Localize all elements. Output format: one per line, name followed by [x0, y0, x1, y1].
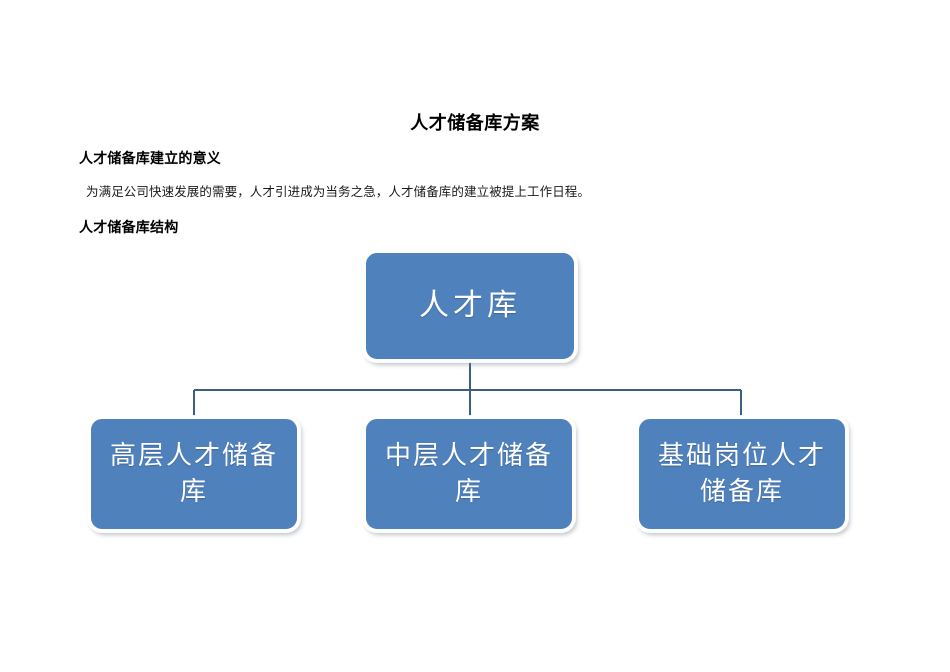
- org-node-child-label: 基础岗位人才储备库: [657, 441, 826, 506]
- org-node-root-label: 人才库: [419, 289, 521, 322]
- org-node-child-label: 高层人才储备库: [109, 441, 278, 506]
- org-node-middle-talent-pool[interactable]: 中层人才储备库: [363, 416, 575, 532]
- section-paragraph-meaning: 为满足公司快速发展的需要，人才引进成为当务之急，人才储备库的建立被提上工作日程。: [86, 185, 591, 199]
- page-title: 人才储备库方案: [410, 113, 540, 133]
- org-node-entry-talent-pool[interactable]: 基础岗位人才储备库: [636, 416, 848, 532]
- org-node-root[interactable]: 人才库: [363, 250, 577, 362]
- org-node-child-label: 中层人才储备库: [384, 441, 553, 506]
- section-heading-structure: 人才储备库结构: [79, 221, 179, 236]
- section-heading-meaning: 人才储备库建立的意义: [79, 152, 221, 167]
- org-node-senior-talent-pool[interactable]: 高层人才储备库: [88, 416, 300, 532]
